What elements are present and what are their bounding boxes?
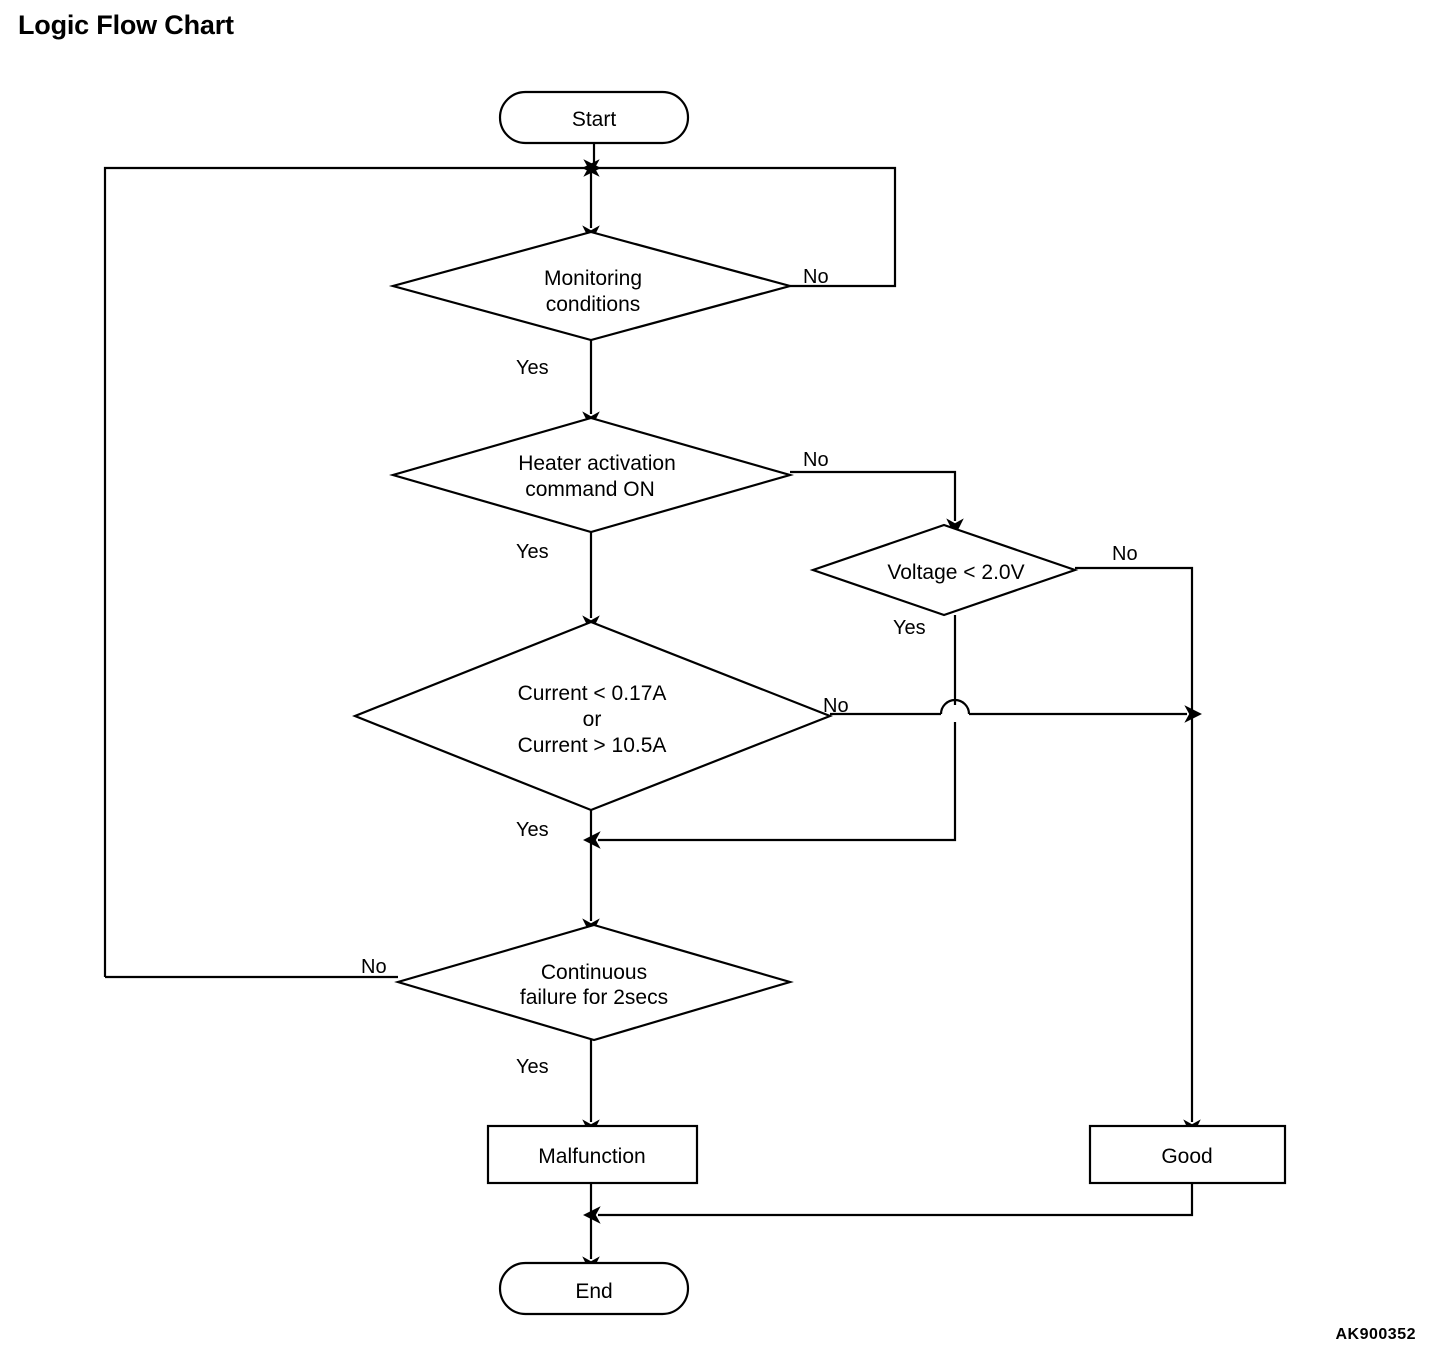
edge-label-voltage-no: No — [1112, 543, 1138, 565]
node-continuous-failure — [394, 923, 794, 1042]
edge-voltage-yes-to-continuous — [583, 722, 957, 849]
page-title: Logic Flow Chart — [18, 10, 234, 40]
edge-voltage-no-to-good — [1075, 566, 1201, 1137]
node-monitoring-label-line1: Monitoring — [544, 267, 642, 290]
node-current-label-line3: Current > 10.5A — [518, 734, 667, 757]
node-good-label: Good — [1161, 1145, 1212, 1168]
edge-label-heater-yes: Yes — [516, 541, 549, 563]
node-current-label-line2: or — [583, 708, 602, 731]
node-start — [498, 90, 690, 145]
diagram-code: AK900352 — [1335, 1326, 1416, 1343]
edge-label-current-yes: Yes — [516, 819, 549, 841]
node-current-check — [352, 620, 834, 812]
edge-monitoring-no-rail — [582, 159, 897, 288]
node-good — [1088, 1124, 1287, 1185]
edge-label-current-no: No — [823, 695, 849, 717]
node-heater-activation — [389, 416, 794, 534]
edge-label-continuous-no: No — [361, 956, 387, 978]
edge-good-to-bottom-junction — [583, 1183, 1194, 1224]
node-end-label: End — [575, 1280, 612, 1303]
node-voltage-check — [809, 523, 1079, 617]
node-monitoring-label-line2: conditions — [546, 293, 641, 316]
edge-label-monitoring-no: No — [803, 266, 829, 288]
node-heater-label-line2: command ON — [525, 478, 655, 501]
node-end — [498, 1261, 690, 1316]
node-voltage-label: Voltage < 2.0V — [887, 561, 1024, 584]
edge-label-heater-no: No — [803, 449, 829, 471]
edge-heater-no-to-voltage — [790, 470, 964, 536]
node-malfunction-label: Malfunction — [538, 1145, 645, 1168]
node-start-label: Start — [572, 108, 617, 131]
edge-loopback-left-rail — [103, 159, 601, 977]
edge-label-voltage-yes: Yes — [893, 617, 926, 639]
edge-label-monitoring-yes: Yes — [516, 357, 549, 379]
node-monitoring-conditions — [388, 230, 795, 342]
node-heater-label-line1: Heater activation — [518, 452, 676, 475]
node-current-label-line1: Current < 0.17A — [518, 682, 667, 705]
node-malfunction — [486, 1124, 699, 1185]
node-continuous-label-line1: Continuous — [541, 961, 647, 984]
line-hop-bridge-icon — [939, 698, 971, 715]
node-continuous-label-line2: failure for 2secs — [520, 986, 668, 1009]
edge-label-continuous-yes: Yes — [516, 1056, 549, 1078]
